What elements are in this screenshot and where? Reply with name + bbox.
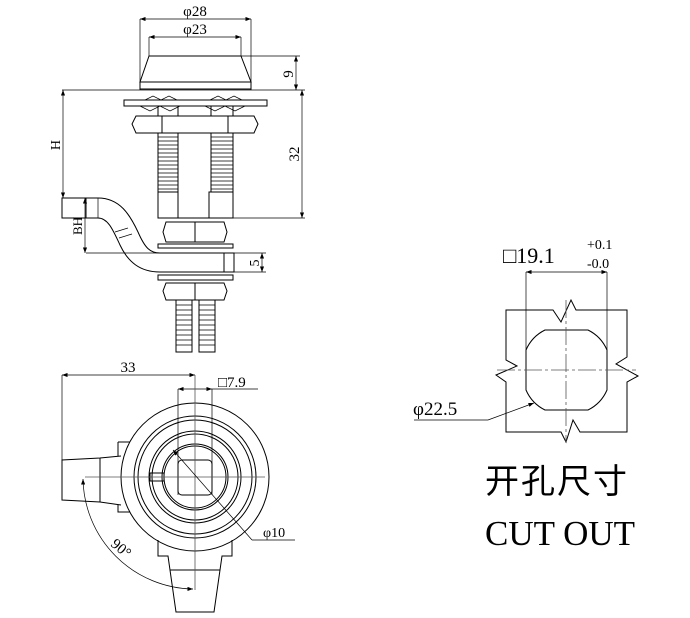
front-view: 33 □7.9 φ10 90°	[61, 360, 295, 613]
dim-phi23-label: φ23	[183, 22, 207, 38]
dim-33-label: 33	[121, 360, 136, 376]
hex-nut	[131, 115, 259, 134]
cutout-tol-upper: +0.1	[587, 238, 612, 253]
thread-right	[210, 132, 234, 193]
rotation-arc	[81, 478, 194, 591]
cam	[61, 197, 235, 273]
dim-phi28-label: φ28	[183, 4, 207, 20]
cutout-title-cn: 开孔尺寸	[485, 462, 629, 502]
cam-arm-left	[61, 455, 122, 506]
cutout-view: □19.1 +0.1 -0.0 φ22.5 开孔尺寸 CUT OUT	[413, 238, 640, 553]
dim-bh-label: BH	[70, 217, 85, 235]
dim-square-7-9-label: □7.9	[218, 375, 246, 391]
thread-bottom	[175, 299, 216, 353]
dim-5-label: 5	[248, 260, 263, 267]
panel-break-outline	[494, 298, 640, 444]
side-view: φ28 φ23 9	[49, 4, 305, 353]
cutout-title-en: CUT OUT	[485, 514, 635, 553]
cutout-hole	[525, 329, 608, 411]
dim-h-label: H	[49, 140, 64, 150]
dim-phi10-label: φ10	[263, 526, 285, 541]
dim-90-label: 90°	[107, 536, 133, 562]
washer	[123, 99, 268, 107]
thread-left	[157, 132, 179, 193]
cap	[139, 55, 252, 83]
dim-32-label: 32	[287, 147, 303, 162]
cutout-tol-lower: -0.0	[587, 257, 609, 272]
cutout-diameter-label: φ22.5	[413, 399, 457, 420]
dim-9-label: 9	[281, 70, 297, 78]
cutout-square-label: □19.1	[503, 243, 555, 268]
